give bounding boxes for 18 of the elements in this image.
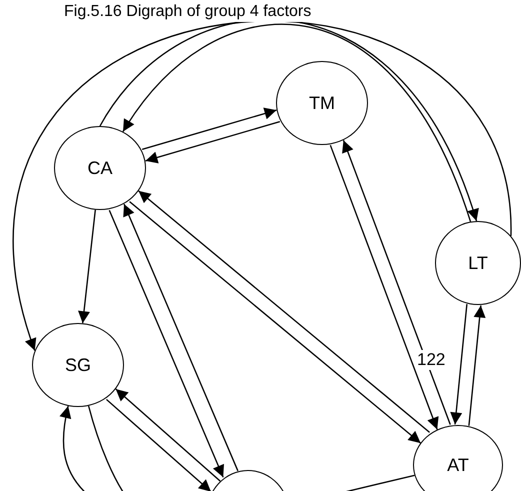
arrow <box>78 210 96 324</box>
node-circle: SG <box>32 323 124 407</box>
arrow <box>106 398 212 491</box>
edge-label: 122 <box>416 350 446 370</box>
arrow <box>342 140 451 425</box>
arrow <box>142 108 277 150</box>
arrow <box>115 388 221 482</box>
node-circle: AT <box>413 425 503 491</box>
arrow <box>108 210 224 478</box>
node-circle: TM <box>276 61 368 145</box>
arrow <box>145 120 280 164</box>
node-circle: LT <box>435 221 521 305</box>
diagram-title: Fig.5.16 Digraph of group 4 factors <box>62 2 314 22</box>
arrow <box>450 304 468 425</box>
arrow <box>123 204 238 472</box>
arrow <box>330 144 439 430</box>
node-circle: CA <box>54 126 146 210</box>
arrow <box>468 305 486 426</box>
